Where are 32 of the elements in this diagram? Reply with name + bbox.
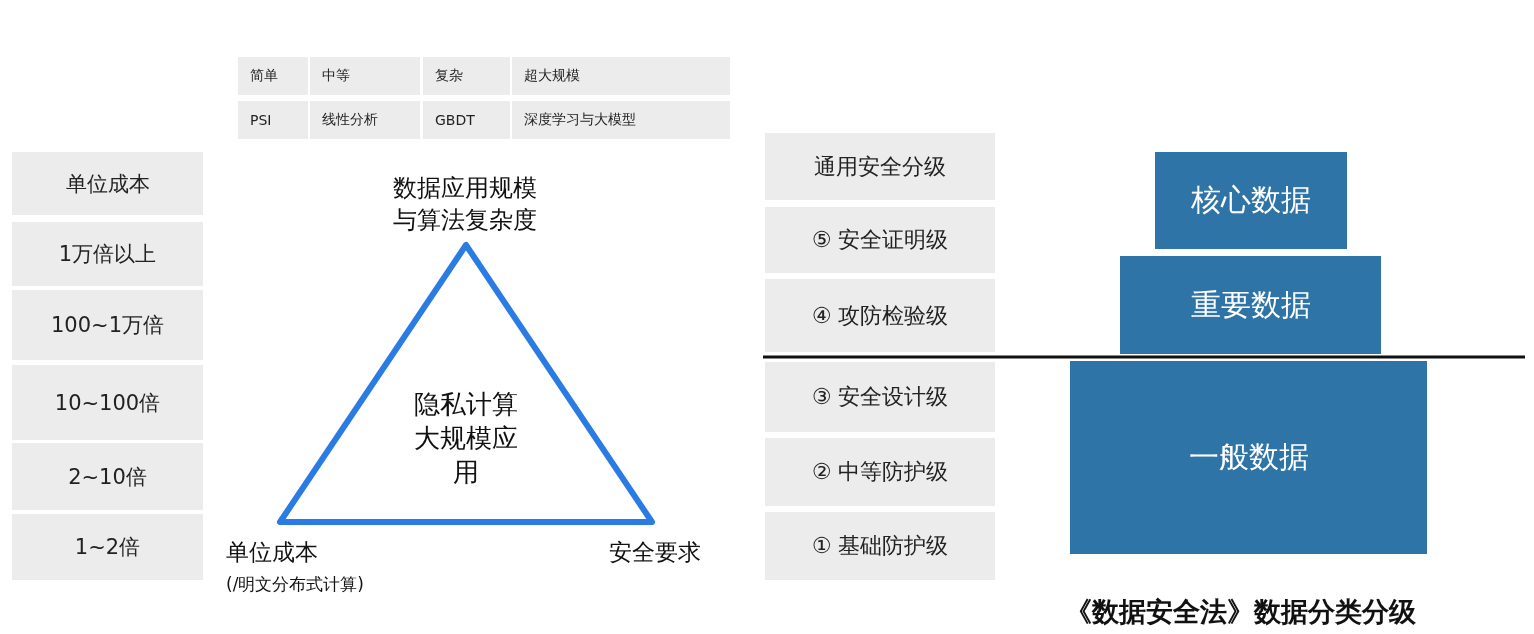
table-cell: ③ 安全设计级 (765, 362, 995, 432)
table-cell: 通用安全分级 (765, 133, 995, 200)
table-cell: 复杂 (423, 57, 510, 95)
table-cell: 简单 (238, 57, 308, 95)
table-cell: 1万倍以上 (12, 222, 203, 286)
table-cell: ① 基础防护级 (765, 512, 995, 580)
pyramid-block (1155, 152, 1347, 249)
table-cell: 1~2倍 (12, 514, 203, 580)
table-cell: GBDT (423, 101, 510, 139)
table-cell: 深度学习与大模型 (512, 101, 730, 139)
table-cell: ② 中等防护级 (765, 438, 995, 506)
vertex-note: (/明文分布式计算) (226, 573, 365, 596)
block-label: 重要数据 (1190, 285, 1311, 324)
table-cell: ④ 攻防检验级 (765, 279, 995, 352)
vertex-label: 安全要求 (608, 538, 702, 567)
table-cell: ⑤ 安全证明级 (765, 207, 995, 273)
vertex-label: 数据应用规模与算法复杂度 (392, 173, 538, 236)
table-cell: PSI (238, 101, 308, 139)
pyramid-block (1070, 361, 1427, 554)
center-text: 隐私计算大规模应用 (413, 388, 519, 489)
pyramid-block (1120, 256, 1381, 354)
table-cell: 线性分析 (310, 101, 420, 139)
table-cell: 100~1万倍 (12, 290, 203, 360)
table-cell: 10~100倍 (12, 365, 203, 440)
table-cell: 中等 (310, 57, 420, 95)
caption: 《数据安全法》数据分类分级 (1063, 595, 1417, 629)
vertex-label: 单位成本 (226, 538, 319, 567)
table-cell: 2~10倍 (12, 443, 203, 510)
table-cell: 单位成本 (12, 152, 203, 215)
block-label: 一般数据 (1188, 438, 1309, 476)
block-label: 核心数据 (1191, 181, 1311, 219)
table-cell: 超大规模 (512, 57, 730, 95)
